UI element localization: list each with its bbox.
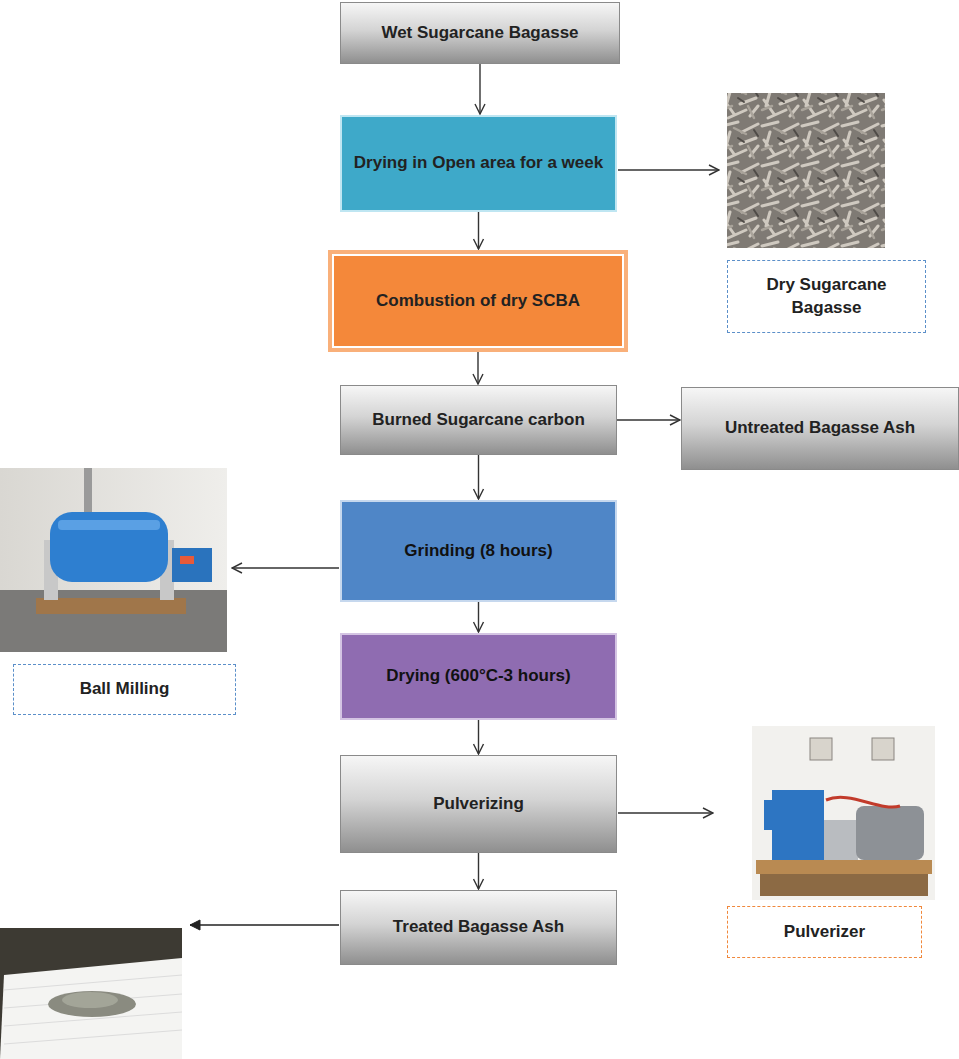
process-box: Grinding (8 hours) <box>340 500 617 602</box>
node-label: Treated Bagasse Ash <box>393 916 564 938</box>
photo-wall <box>752 726 935 900</box>
photo-socket <box>810 738 832 760</box>
node-label: Dry Sugarcane Bagasse <box>738 274 915 318</box>
pulverizer-photo <box>752 726 935 900</box>
photo-display <box>180 556 194 564</box>
photo-board <box>36 598 186 614</box>
output-box: Treated Bagasse Ash <box>340 890 617 965</box>
ball-mill-photo <box>0 468 227 652</box>
photo-arrow <box>618 169 719 170</box>
node-label: Drying (600°C-3 hours) <box>386 665 570 687</box>
photo-motor <box>172 548 212 582</box>
photo-arrow <box>618 812 713 813</box>
photo-fibres <box>727 93 885 248</box>
photo-paper <box>0 958 182 1059</box>
flow-arrow <box>477 352 478 384</box>
caption-box: Pulverizer <box>727 906 922 958</box>
process-box: Pulverizing <box>340 755 617 853</box>
photo-table-base <box>760 874 928 896</box>
photo-motor <box>856 806 924 860</box>
flow-arrow <box>478 602 479 632</box>
flow-arrow <box>479 64 480 114</box>
process-box: Drying in Open area for a week <box>340 115 617 212</box>
photo-shaft <box>824 820 858 860</box>
photo-handle <box>764 800 780 830</box>
photo-table <box>756 860 932 874</box>
caption-box: Ball Milling <box>13 664 236 715</box>
node-label: Pulverizing <box>433 793 524 815</box>
node-label: Combustion of dry SCBA <box>376 290 580 312</box>
photo-arrow <box>190 924 339 925</box>
node-label: Pulverizer <box>784 921 865 943</box>
flow-arrow <box>478 853 479 889</box>
process-box: Drying (600°C-3 hours) <box>340 633 617 720</box>
photo-ash-top <box>62 992 118 1008</box>
node-label: Grinding (8 hours) <box>404 540 552 562</box>
photo-ground <box>0 928 182 1059</box>
node-label: Wet Sugarcane Bagasse <box>381 22 578 44</box>
caption-box: Dry Sugarcane Bagasse <box>727 260 926 333</box>
photo-socket <box>872 738 894 760</box>
ash-photo <box>0 928 182 1059</box>
flow-arrow <box>478 720 479 754</box>
flow-arrow <box>617 419 680 420</box>
photo-floor <box>0 590 227 652</box>
bagasse-photo <box>727 93 885 248</box>
output-box: Untreated Bagasse Ash <box>681 387 959 470</box>
photo-paper-lines <box>4 975 182 1044</box>
node-label: Untreated Bagasse Ash <box>725 417 915 439</box>
flow-arrow <box>478 455 479 499</box>
photo-ash-pile <box>48 991 136 1017</box>
photo-drum <box>50 512 168 582</box>
node-label: Burned Sugarcane carbon <box>372 409 585 431</box>
process-box: Combustion of dry SCBA <box>328 250 628 352</box>
process-box: Wet Sugarcane Bagasse <box>340 2 620 64</box>
flow-arrow <box>478 212 479 249</box>
process-box: Burned Sugarcane carbon <box>340 385 617 455</box>
photo-arrow <box>232 567 339 568</box>
photo-drum-lid <box>58 520 160 530</box>
node-label: Drying in Open area for a week <box>354 152 603 174</box>
photo-cable <box>826 797 900 807</box>
node-label: Ball Milling <box>80 678 170 700</box>
photo-wall <box>0 468 227 652</box>
